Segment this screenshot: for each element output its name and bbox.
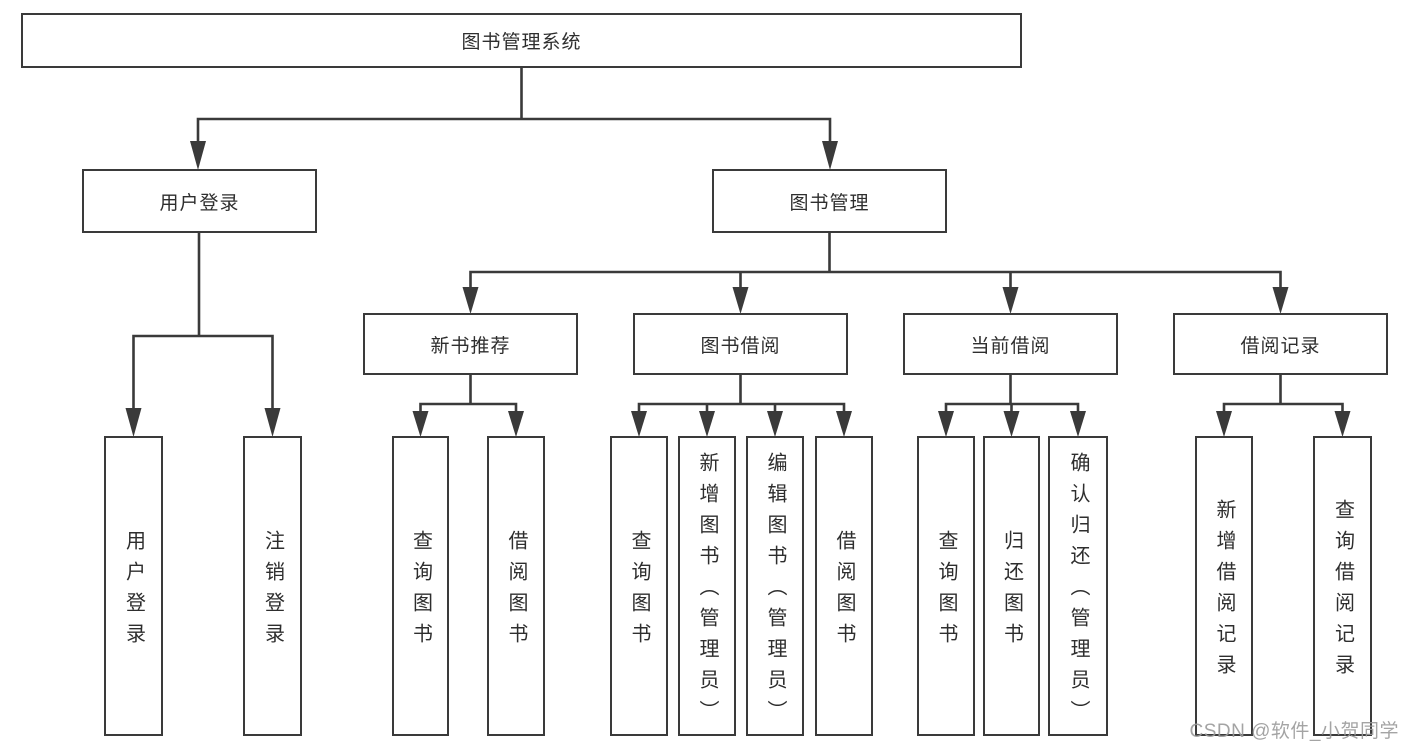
leaf-borrow-query-books-label: 查询图书 — [628, 529, 650, 654]
node-user-login: 用户登录 — [82, 169, 317, 233]
leaf-current-query-books-label: 查询图书 — [935, 529, 957, 654]
leaf-logout: 注销登录 — [243, 436, 302, 736]
leaf-records-query-record-label: 查询借阅记录 — [1331, 498, 1354, 685]
leaf-newbook-borrow-books: 借阅图书 — [487, 436, 545, 736]
leaf-borrow-edit-books-admin-label: 编辑图书（管理员） — [764, 452, 786, 731]
leaf-current-confirm-return-admin-label: 确认归还（管理员） — [1067, 452, 1089, 731]
node-book-borrow-label: 图书借阅 — [700, 335, 781, 357]
leaf-current-return-books-label: 归还图书 — [1000, 529, 1023, 654]
leaf-current-query-books: 查询图书 — [917, 436, 975, 736]
node-borrow-records: 借阅记录 — [1173, 313, 1388, 375]
leaf-records-add-record: 新增借阅记录 — [1195, 436, 1253, 736]
leaf-borrow-query-books: 查询图书 — [610, 436, 668, 736]
leaf-records-query-record: 查询借阅记录 — [1313, 436, 1372, 736]
node-current-borrow: 当前借阅 — [903, 313, 1118, 375]
leaf-newbook-query-books-label: 查询图书 — [409, 529, 432, 654]
leaf-borrow-borrow-books-label: 借阅图书 — [833, 529, 855, 654]
leaf-current-return-books: 归还图书 — [983, 436, 1040, 736]
node-root-label: 图书管理系统 — [461, 32, 582, 53]
node-root: 图书管理系统 — [21, 13, 1022, 68]
leaf-user-login: 用户登录 — [104, 436, 163, 736]
node-book-management: 图书管理 — [712, 169, 947, 233]
node-new-book-recommend: 新书推荐 — [363, 313, 578, 375]
node-borrow-records-label: 借阅记录 — [1240, 335, 1321, 357]
node-new-book-recommend-label: 新书推荐 — [430, 335, 511, 357]
leaf-current-confirm-return-admin: 确认归还（管理员） — [1048, 436, 1108, 736]
leaf-borrow-add-books-admin: 新增图书（管理员） — [678, 436, 736, 736]
node-current-borrow-label: 当前借阅 — [970, 335, 1051, 357]
node-book-borrow: 图书借阅 — [633, 313, 848, 375]
leaf-newbook-query-books: 查询图书 — [392, 436, 449, 736]
node-book-management-label: 图书管理 — [789, 192, 870, 214]
leaf-records-add-record-label: 新增借阅记录 — [1213, 498, 1235, 685]
leaf-user-login-label: 用户登录 — [122, 529, 145, 654]
node-user-login-label: 用户登录 — [159, 192, 240, 214]
leaf-borrow-borrow-books: 借阅图书 — [815, 436, 873, 736]
leaf-newbook-borrow-books-label: 借阅图书 — [505, 529, 527, 654]
leaf-borrow-add-books-admin-label: 新增图书（管理员） — [696, 452, 718, 731]
leaf-borrow-edit-books-admin: 编辑图书（管理员） — [746, 436, 804, 736]
watermark: CSDN @软件_小贺同学 — [1189, 721, 1399, 742]
leaf-logout-label: 注销登录 — [261, 529, 284, 654]
